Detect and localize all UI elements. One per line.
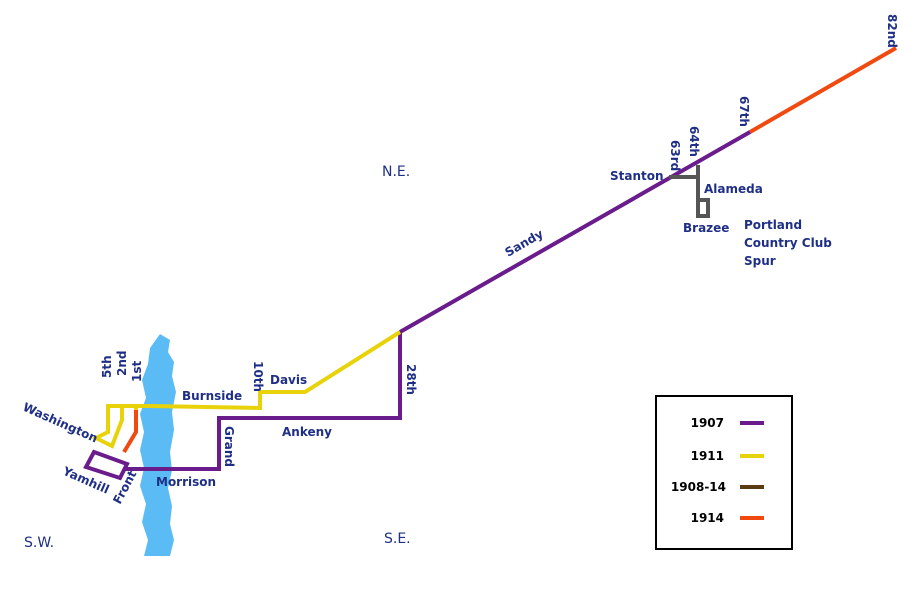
street-washington: Washington [21,400,100,445]
street-1st: 1st [130,361,144,382]
legend-label-1907: 1907 [691,416,724,430]
quadrant-ne: N.E. [382,164,410,180]
route-spur [669,175,710,218]
route-1907-downtown-loop [83,449,130,481]
street-burnside: Burnside [182,389,242,403]
route-1911-downtown [91,404,150,449]
legend: 1907 1911 1908-14 1914 [655,395,793,550]
street-ankeny: Ankeny [282,425,332,439]
street-64th: 64th [687,126,701,157]
route-1907-sandy [399,130,751,334]
legend-label-1914: 1914 [691,511,724,525]
street-davis: Davis [270,373,307,387]
street-63rd: 63rd [668,140,682,171]
legend-label-1908-14: 1908-14 [671,480,726,494]
street-5th: 5th [100,355,114,378]
route-1911-davis [149,330,402,411]
spur-label-1: Portland [744,218,802,232]
willamette-river [140,334,176,556]
route-1914-downtown [122,410,138,454]
street-grand: Grand [222,426,236,467]
street-67th: 67th [737,96,751,127]
street-front: Front [110,468,139,506]
quadrant-sw: S.W. [24,535,54,551]
street-brazee: Brazee [683,221,729,235]
quadrant-se: S.E. [384,531,411,547]
street-stanton: Stanton [610,169,664,183]
street-2nd: 2nd [115,351,129,376]
route-1914-ne [749,46,897,134]
street-82nd: 82nd [885,14,899,48]
spur-label-3: Spur [744,254,776,268]
route-1907-ankeny [124,332,402,471]
street-morrison: Morrison [156,475,216,489]
street-alameda: Alameda [704,182,763,196]
legend-label-1911: 1911 [691,449,724,463]
spur-label-2: Country Club [744,236,832,250]
street-28th: 28th [404,364,418,395]
legend-box [655,395,793,550]
street-10th: 10th [251,361,265,392]
